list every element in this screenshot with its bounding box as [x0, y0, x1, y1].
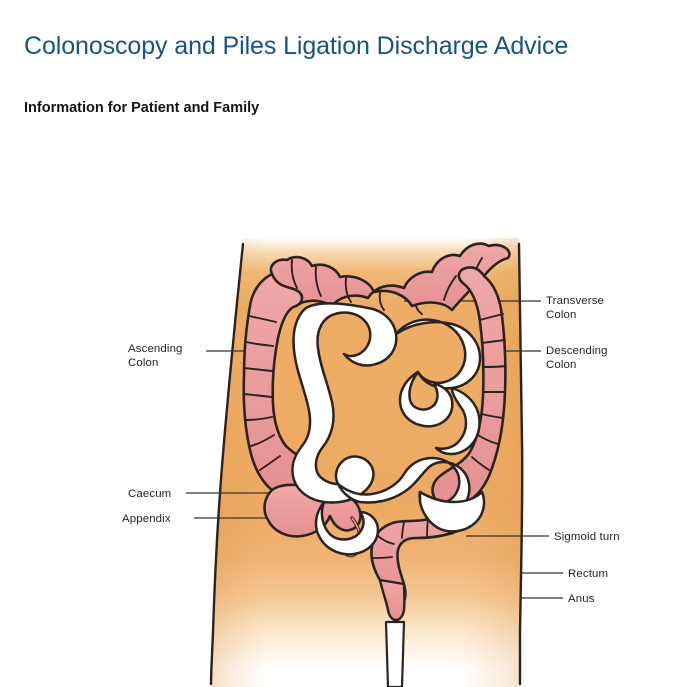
- torso-left-edge: [209, 242, 245, 686]
- page-subtitle: Information for Patient and Family: [24, 100, 260, 116]
- anatomy-illustration: Ascending Colon Caecum Appendix Transver…: [122, 238, 620, 687]
- small-intestine-loop-right: [434, 386, 481, 456]
- label-anus: Anus: [568, 593, 595, 605]
- small-intestine-loop-left: [291, 302, 398, 504]
- torso-right-edge: [517, 242, 524, 686]
- label-transverse-colon-line1: Transverse: [546, 295, 604, 307]
- small-intestine: [291, 302, 486, 556]
- rectum-segment: [378, 578, 406, 622]
- label-caecum: Caecum: [128, 488, 171, 500]
- label-transverse-colon-line2: Colon: [546, 309, 577, 321]
- ascending-haustra: [243, 315, 281, 471]
- label-descending-colon-line1: Descending: [546, 345, 608, 357]
- small-intestine-loop-bottom-right: [418, 490, 486, 533]
- page-title: Colonoscopy and Piles Ligation Discharge…: [24, 32, 569, 60]
- anatomy-figure: Ascending Colon Caecum Appendix Transver…: [0, 236, 696, 687]
- small-intestine-loop-bottom-left: [314, 500, 380, 556]
- label-rectum: Rectum: [568, 568, 608, 580]
- descending-haustra: [471, 313, 507, 471]
- label-ascending-colon-line2: Colon: [128, 357, 159, 369]
- label-sigmoid-turn: Sigmoid turn: [554, 531, 620, 543]
- figure-labels: Ascending Colon Caecum Appendix Transver…: [122, 295, 620, 605]
- label-appendix: Appendix: [122, 513, 171, 525]
- small-intestine-loop-mid: [398, 370, 454, 428]
- label-ascending-colon-line1: Ascending: [128, 343, 183, 355]
- anus-canal: [384, 620, 406, 687]
- label-descending-colon-line2: Colon: [546, 359, 577, 371]
